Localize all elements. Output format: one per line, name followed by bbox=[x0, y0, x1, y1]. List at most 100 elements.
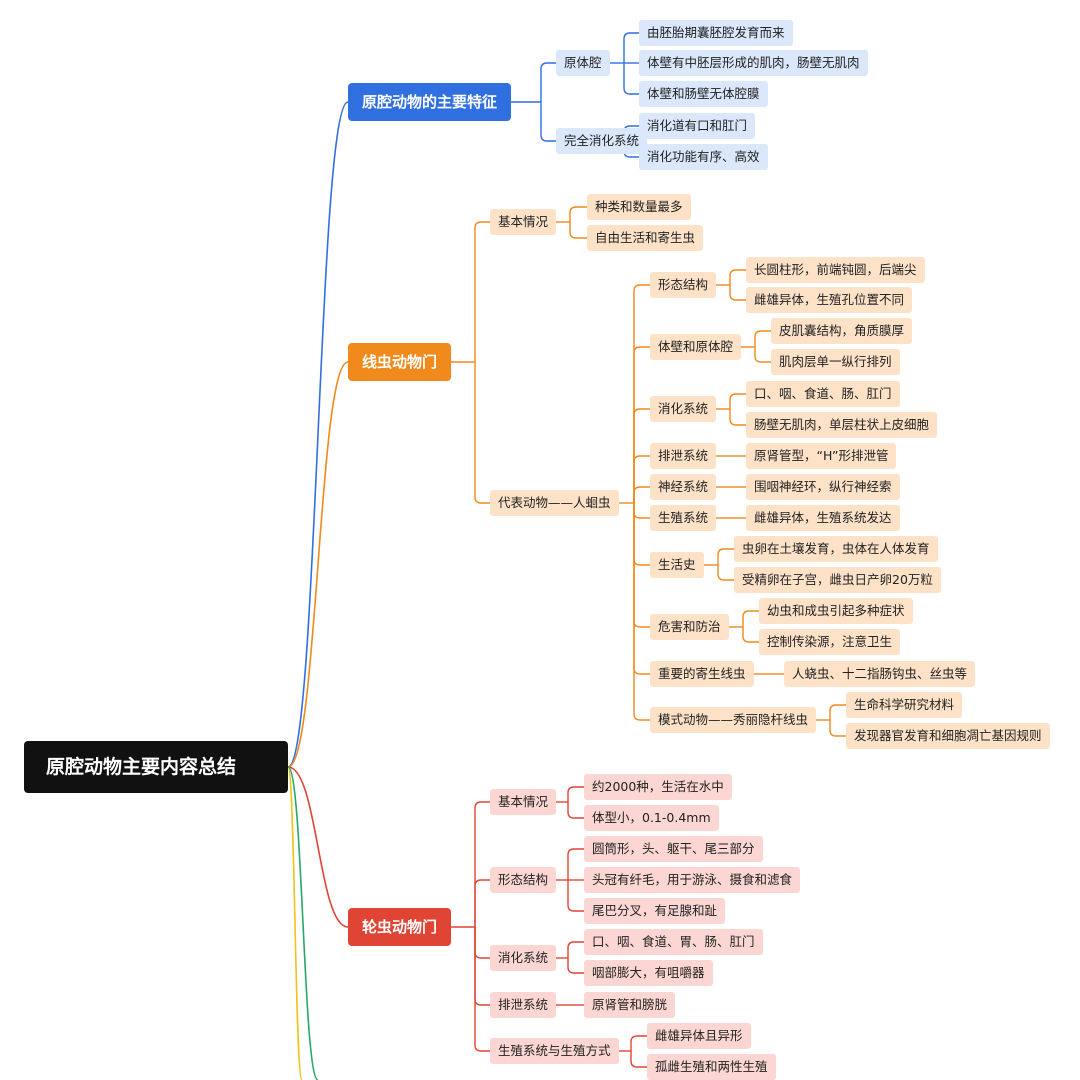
leaf-node: 原肾管型，“H”形排泄管 bbox=[746, 443, 897, 469]
branch-link bbox=[569, 222, 587, 239]
branch-link bbox=[729, 393, 746, 409]
leaf-node: 原肾管和膀胱 bbox=[584, 992, 676, 1018]
branch-link bbox=[633, 284, 650, 503]
branch-link bbox=[717, 548, 734, 565]
branch-link bbox=[630, 1051, 647, 1068]
root-link bbox=[287, 766, 319, 1080]
branch-node: 模式动物——秀丽隐杆线虫 bbox=[650, 707, 817, 733]
branch-link bbox=[742, 627, 759, 643]
leaf-node: 肌肉层单一纵行排列 bbox=[771, 349, 900, 375]
branch-link bbox=[474, 801, 490, 927]
branch-link bbox=[567, 880, 584, 912]
branch-node: 生殖系统 bbox=[650, 505, 717, 531]
leaf-node: 长圆柱形，前端钝圆，后端尖 bbox=[746, 257, 925, 283]
root-node: 原腔动物主要内容总结 bbox=[24, 741, 288, 793]
leaf-node: 控制传染源，注意卫生 bbox=[759, 629, 901, 655]
branch-node: 危害和防治 bbox=[650, 614, 729, 640]
branch-node: 原体腔 bbox=[556, 50, 610, 76]
root-link bbox=[287, 361, 349, 768]
branch-node: 体壁和原体腔 bbox=[650, 334, 742, 360]
leaf-node: 由胚胎期囊胚腔发育而来 bbox=[639, 20, 793, 46]
leaf-node: 人蛲虫、十二指肠钩虫、丝虫等 bbox=[784, 661, 976, 687]
leaf-node: 受精卵在子宫，雌虫日产卵20万粒 bbox=[734, 567, 941, 593]
leaf-node: 雌雄异体，生殖孔位置不同 bbox=[746, 287, 913, 313]
branch-node: 形态结构 bbox=[650, 272, 717, 298]
branch-link bbox=[567, 958, 584, 974]
branch-node: 形态结构 bbox=[490, 867, 557, 893]
leaf-node: 消化道有口和肛门 bbox=[639, 113, 756, 139]
leaf-node: 围咽神经环，纵行神经索 bbox=[746, 474, 900, 500]
branch-node: 消化系统 bbox=[490, 945, 557, 971]
leaf-node: 口、咽、食道、胃、肠、肛门 bbox=[584, 929, 763, 955]
branch-link bbox=[829, 704, 846, 720]
leaf-node: 雌雄异体，生殖系统发达 bbox=[746, 505, 900, 531]
leaf-node: 尾巴分叉，有足腺和趾 bbox=[584, 898, 726, 924]
leaf-node: 体壁有中胚层形成的肌肉，肠壁无肌肉 bbox=[639, 50, 868, 76]
leaf-node: 咽部膨大，有咀嚼器 bbox=[584, 960, 713, 986]
branch-link bbox=[623, 32, 639, 63]
branch-link bbox=[567, 786, 584, 802]
branch-link bbox=[729, 409, 746, 426]
branch-link bbox=[623, 63, 639, 95]
branch-link bbox=[567, 848, 584, 880]
branch-link bbox=[633, 486, 650, 503]
leaf-node: 生命科学研究材料 bbox=[846, 692, 963, 718]
branch-link bbox=[742, 610, 759, 627]
branch-link bbox=[474, 879, 490, 927]
branch-node: 神经系统 bbox=[650, 474, 717, 500]
branch-link bbox=[630, 1035, 647, 1051]
leaf-node: 发现器官发育和细胞凋亡基因规则 bbox=[846, 723, 1050, 749]
branch-node: 重要的寄生线虫 bbox=[650, 661, 754, 687]
leaf-node: 虫卵在土壤发育，虫体在人体发育 bbox=[734, 536, 938, 562]
branch-link bbox=[754, 347, 771, 363]
branch-link bbox=[754, 330, 771, 347]
leaf-node: 孤雌生殖和两性生殖 bbox=[647, 1054, 776, 1080]
branch-link bbox=[633, 408, 650, 503]
branch-link bbox=[729, 269, 746, 285]
root-link bbox=[287, 101, 349, 768]
branch-node: 消化系统 bbox=[650, 396, 717, 422]
root-link bbox=[287, 766, 349, 928]
leaf-node: 口、咽、食道、肠、肛门 bbox=[746, 381, 900, 407]
leaf-node: 肠壁无肌肉，单层柱状上皮细胞 bbox=[746, 412, 938, 438]
branch-link bbox=[569, 206, 587, 222]
leaf-node: 约2000种，生活在水中 bbox=[584, 774, 732, 800]
leaf-node: 圆筒形，头、躯干、尾三部分 bbox=[584, 836, 763, 862]
branch-node: 代表动物——人蛔虫 bbox=[490, 490, 619, 516]
branch-link bbox=[633, 503, 650, 721]
branch-link bbox=[717, 565, 734, 581]
branch-link bbox=[729, 285, 746, 301]
branch-node: 排泄系统 bbox=[490, 992, 557, 1018]
leaf-node: 消化功能有序、高效 bbox=[639, 144, 768, 170]
leaf-node: 皮肌囊结构，角质膜厚 bbox=[771, 318, 913, 344]
leaf-node: 种类和数量最多 bbox=[587, 194, 691, 220]
leaf-node: 幼虫和成虫引起多种症状 bbox=[759, 598, 913, 624]
branch-link bbox=[540, 102, 556, 142]
leaf-node: 雌雄异体且异形 bbox=[647, 1023, 751, 1049]
branch-link bbox=[567, 802, 584, 819]
branch-node: 基本情况 bbox=[490, 209, 557, 235]
branch-node: 完全消化系统 bbox=[556, 128, 648, 154]
section-main-node: 轮虫动物门 bbox=[348, 908, 452, 946]
leaf-node: 体壁和肠壁无体腔膜 bbox=[639, 81, 768, 107]
leaf-node: 头冠有纤毛，用于游泳、摄食和滤食 bbox=[584, 867, 801, 893]
leaf-node: 体型小，0.1-0.4mm bbox=[584, 805, 719, 831]
branch-link bbox=[474, 221, 490, 362]
branch-link bbox=[829, 720, 846, 737]
branch-link bbox=[567, 941, 584, 958]
branch-link bbox=[633, 455, 650, 503]
branch-node: 生活史 bbox=[650, 552, 704, 578]
branch-node: 基本情况 bbox=[490, 789, 557, 815]
root-link bbox=[287, 766, 303, 1080]
section-main-node: 原腔动物的主要特征 bbox=[348, 83, 512, 121]
branch-node: 排泄系统 bbox=[650, 443, 717, 469]
branch-link bbox=[474, 927, 490, 1052]
branch-link bbox=[540, 62, 556, 102]
branch-node: 生殖系统与生殖方式 bbox=[490, 1038, 619, 1064]
branch-link bbox=[474, 362, 490, 504]
leaf-node: 自由生活和寄生虫 bbox=[587, 225, 704, 251]
branch-link bbox=[633, 346, 650, 503]
section-main-node: 线虫动物门 bbox=[348, 343, 452, 381]
